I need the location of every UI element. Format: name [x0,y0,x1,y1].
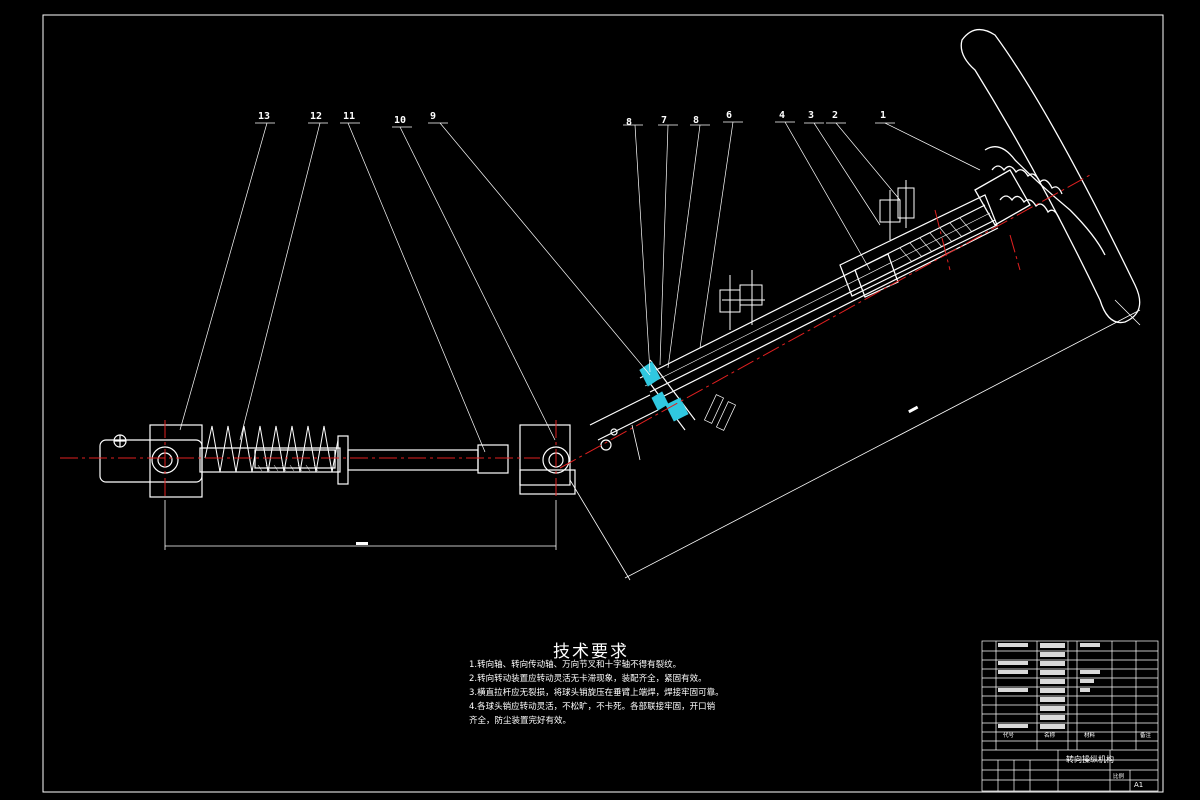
flange-hatch [639,361,689,422]
title-block-header-remark: 备注 [1140,733,1152,739]
balloon-11: 11 [343,111,356,122]
balloon-10: 10 [394,115,407,126]
balloon-3: 3 [808,110,815,121]
tech-requirement-1: 1.转向轴、转向传动轴、万向节叉和十字轴不得有裂纹。 [469,660,682,670]
tech-requirement-4-cont: 齐全，防尘装置完好有效。 [469,716,572,726]
title-block-header-material: 材料 [1084,733,1096,739]
tech-requirement-2: 2.转向转动装置应转动灵活无卡滞现象，装配齐全，紧固有效。 [469,674,707,684]
balloon-7: 7 [661,115,668,126]
balloon-2: 2 [832,110,839,121]
balloon-6: 6 [726,110,733,121]
drawing-frame [42,14,1164,793]
shaft-hatch [899,217,973,263]
title-block-scale-label: 比例 [1113,774,1125,780]
balloon-12: 12 [310,111,323,122]
dimension-lines [164,299,1141,581]
leader-lines [179,121,981,453]
title-block [981,640,1159,792]
balloon-8-right: 8 [693,115,700,126]
column-bracket-upper [879,180,915,240]
steering-column [639,194,999,399]
balloon-8-left: 8 [626,117,633,128]
tech-requirement-4: 4.各球头销应转动灵活，不松旷，不卡死。各部联接牢固，开口销 [469,702,716,712]
steering-drag-shaft [99,424,576,498]
tech-requirement-3: 3.横直拉杆应无裂损，将球头销旋压在垂臂上端焊，焊接牢固可靠。 [469,688,724,698]
fit-annotation [703,394,737,431]
dimension-value-horizontal [356,542,368,545]
column-bracket-lower [719,270,765,330]
balloon-13: 13 [258,111,271,122]
tech-requirements-title: 技术要求 [553,642,629,662]
balloon-4: 4 [779,110,786,121]
title-block-fill [998,643,1100,729]
spring-hatch [255,464,335,472]
steering-wheel [960,28,1141,324]
title-block-header-code: 代号 [1003,733,1015,739]
title-block-drawing-name: 转向操纵机构 [1066,755,1114,764]
balloon-1: 1 [880,110,887,121]
dimension-value-diagonal [908,405,919,414]
balloon-9: 9 [430,111,437,122]
return-spring [204,425,339,473]
title-block-header-name: 名称 [1044,733,1056,739]
title-block-sheet-size: A1 [1134,781,1144,789]
centerlines [60,174,1091,500]
